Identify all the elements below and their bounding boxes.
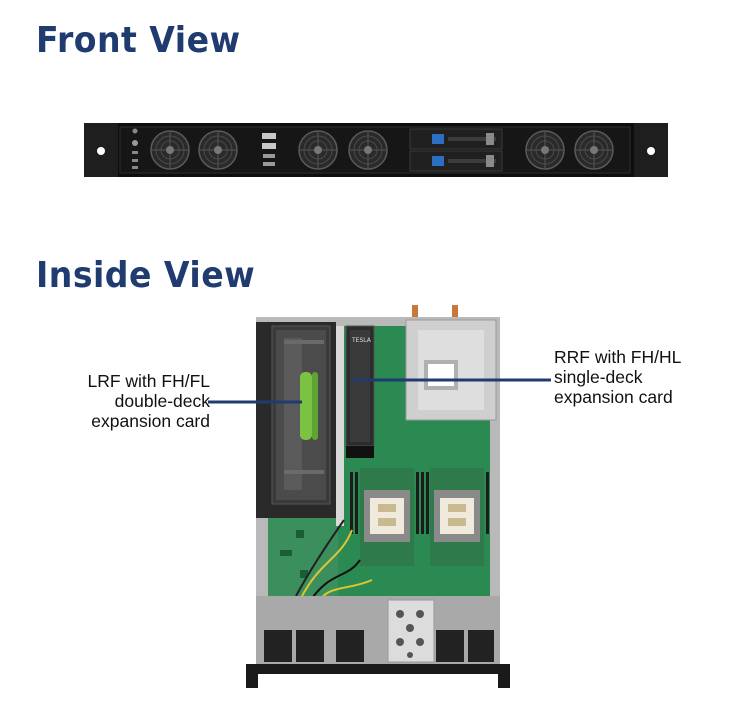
cpu-2 <box>430 468 484 566</box>
power-button-icon <box>132 140 138 146</box>
fan-icon <box>348 130 388 170</box>
drive-latch-icon <box>432 156 444 166</box>
front-control-panel <box>132 128 138 169</box>
tesla-label: TESLA <box>351 337 372 344</box>
rrf-gpu-card: TESLA <box>345 325 375 458</box>
fan-icon <box>574 130 614 170</box>
gpu-accent <box>300 372 312 440</box>
fan-icon <box>198 130 238 170</box>
cpu-label <box>370 498 404 534</box>
drive-latch-icon <box>432 134 444 144</box>
cpu-label <box>440 498 474 534</box>
callout-lines <box>208 378 551 404</box>
drive-cage <box>387 599 435 663</box>
riser-slot <box>336 326 344 526</box>
front-chassis <box>84 123 668 177</box>
inside-view-title: Inside View <box>36 255 256 296</box>
fan-icon <box>150 130 190 170</box>
fan-icon <box>298 130 338 170</box>
fan-icon <box>525 130 565 170</box>
inner-fans <box>264 630 494 662</box>
lrf-gpu-card <box>271 325 331 505</box>
cpu-1 <box>360 468 414 566</box>
front-usb-ports <box>262 133 276 166</box>
inside-chassis: TESLA <box>246 305 510 688</box>
right-ear-hole <box>647 147 655 155</box>
rrf-callout-label: RRF with FH/HL single-deck expansion car… <box>554 347 682 407</box>
lrf-callout-label: LRF with FH/FL double-deck expansion car… <box>87 371 210 431</box>
left-ear-hole <box>97 147 105 155</box>
front-view-title: Front View <box>36 20 241 61</box>
drive-bays <box>409 128 503 172</box>
